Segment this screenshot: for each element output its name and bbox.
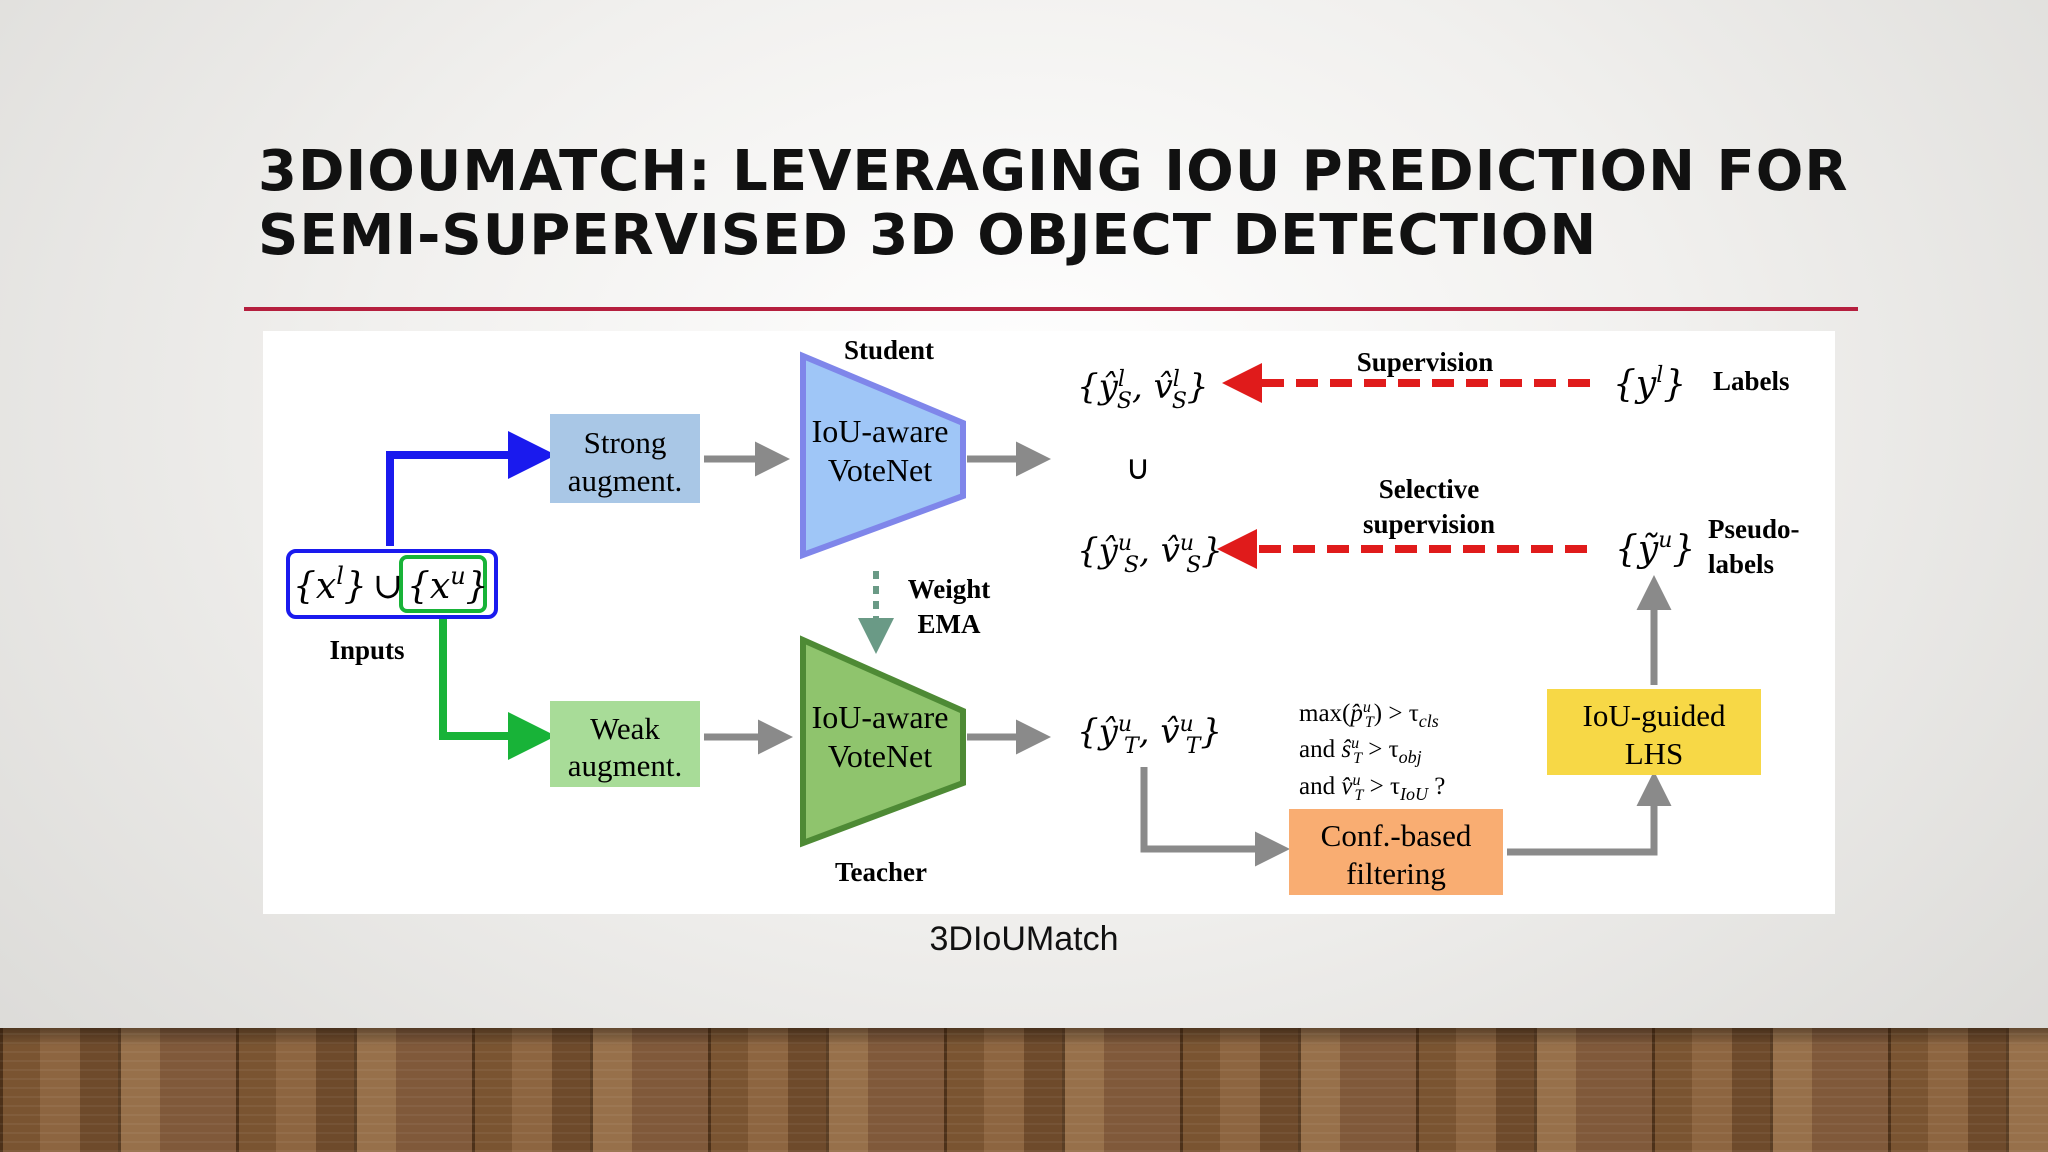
figure-panel: {xl}∪{xu} Inputs Strong augment. Weak au… [263, 331, 1835, 914]
slide-title-line1: 3DIOUMATCH: LEVERAGING IOU PREDICTION FO… [258, 140, 1898, 204]
slide-title: 3DIOUMATCH: LEVERAGING IOU PREDICTION FO… [258, 140, 1898, 268]
labels-text: Labels [1713, 366, 1790, 396]
inputs-label: Inputs [329, 635, 404, 665]
iou-lhs-line2: LHS [1625, 736, 1684, 771]
filter-to-lhs-arrow [1507, 785, 1654, 852]
pipeline-diagram: {xl}∪{xu} Inputs Strong augment. Weak au… [263, 331, 1835, 914]
pseudo-labels-line1: Pseudo- [1708, 514, 1800, 544]
labeled-path-arrow [390, 455, 540, 546]
teacher-net-line2: VoteNet [828, 738, 932, 774]
conf-filter-line2: filtering [1346, 856, 1446, 891]
student-net-line1: IoU-aware [812, 413, 949, 449]
unlabeled-path-arrow [443, 611, 540, 736]
supervision-label: Supervision [1357, 347, 1494, 377]
teacher-to-filter-arrow [1144, 767, 1276, 849]
weak-augment-line1: Weak [590, 711, 660, 746]
teacher-label: Teacher [835, 857, 927, 887]
teacher-net-line1: IoU-aware [812, 699, 949, 735]
selective-supervision-line1: Selective [1379, 474, 1479, 504]
slide-title-line2: SEMI-SUPERVISED 3D OBJECT DETECTION [258, 204, 1898, 268]
labels-formula: {yl} [1613, 363, 1686, 405]
pseudo-labels-formula: {ỹu} [1615, 528, 1695, 570]
weak-augment-line2: augment. [568, 748, 683, 783]
wood-floor [0, 1028, 2048, 1152]
figure-caption: 3DIoUMatch [0, 920, 2048, 959]
strong-augment-line1: Strong [584, 425, 667, 460]
conf-filter-line1: Conf.-based [1321, 818, 1472, 853]
union-symbol: ∪ [1126, 448, 1151, 488]
weight-ema-line2: EMA [918, 609, 981, 639]
student-net-line2: VoteNet [828, 452, 932, 488]
pseudo-labels-line2: labels [1708, 549, 1774, 579]
title-rule [244, 307, 1858, 311]
weight-ema-line1: Weight [908, 574, 991, 604]
iou-lhs-line1: IoU-guided [1583, 698, 1726, 733]
student-label: Student [844, 335, 934, 365]
selective-supervision-line2: supervision [1363, 509, 1495, 539]
strong-augment-line2: augment. [568, 463, 683, 498]
